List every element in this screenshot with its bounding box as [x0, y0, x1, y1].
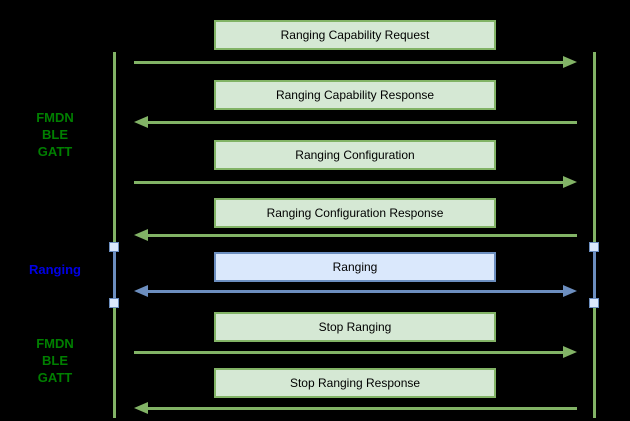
arrowhead-right-icon [563, 56, 577, 68]
arrow-ranging-capability-response [134, 116, 577, 128]
phase-label-ranging: Ranging [10, 261, 100, 278]
arrowhead-right-icon [563, 346, 577, 358]
lifeline-right [593, 52, 596, 418]
message-box-stop-ranging-response: Stop Ranging Response [214, 368, 496, 398]
ranging-segment-left [113, 247, 116, 303]
arrowhead-left-icon [134, 229, 148, 241]
arrowhead-left-icon [134, 116, 148, 128]
message-box-ranging-configuration-response: Ranging Configuration Response [214, 198, 496, 228]
phase-label-line: GATT [37, 370, 73, 385]
arrow-ranging-bidirectional [134, 285, 577, 297]
phase-label-line: FMDN [36, 336, 74, 351]
arrow-line [145, 289, 566, 293]
arrowhead-right-icon [563, 285, 577, 297]
lifeline-left [113, 52, 116, 418]
arrow-ranging-configuration-response [134, 229, 577, 241]
arrow-ranging-configuration [134, 176, 577, 188]
segment-handle [589, 242, 599, 252]
message-box-stop-ranging: Stop Ranging [214, 312, 496, 342]
arrow-stop-ranging-response [134, 402, 577, 414]
arrowhead-left-icon [134, 285, 148, 297]
phase-label-line: FMDN [36, 110, 74, 125]
phase-label-line: BLE [42, 127, 68, 142]
phase-label-fmdn-ble-gatt-top: FMDN BLE GATT [10, 109, 100, 160]
arrow-line [145, 406, 577, 410]
arrow-line [134, 180, 566, 184]
arrow-line [134, 350, 566, 354]
arrow-line [145, 120, 577, 124]
phase-label-line: BLE [42, 353, 68, 368]
message-box-ranging: Ranging [214, 252, 496, 282]
segment-handle [109, 298, 119, 308]
segment-handle [589, 298, 599, 308]
arrow-line [145, 233, 577, 237]
phase-label-line: Ranging [29, 262, 81, 277]
arrowhead-left-icon [134, 402, 148, 414]
phase-label-line: GATT [37, 144, 73, 159]
message-box-ranging-capability-request: Ranging Capability Request [214, 20, 496, 50]
ranging-segment-right [593, 247, 596, 303]
message-box-ranging-capability-response: Ranging Capability Response [214, 80, 496, 110]
arrow-stop-ranging [134, 346, 577, 358]
arrowhead-right-icon [563, 176, 577, 188]
phase-label-fmdn-ble-gatt-bottom: FMDN BLE GATT [10, 335, 100, 386]
segment-handle [109, 242, 119, 252]
message-box-ranging-configuration: Ranging Configuration [214, 140, 496, 170]
arrow-ranging-capability-request [134, 56, 577, 68]
arrow-line [134, 60, 566, 64]
